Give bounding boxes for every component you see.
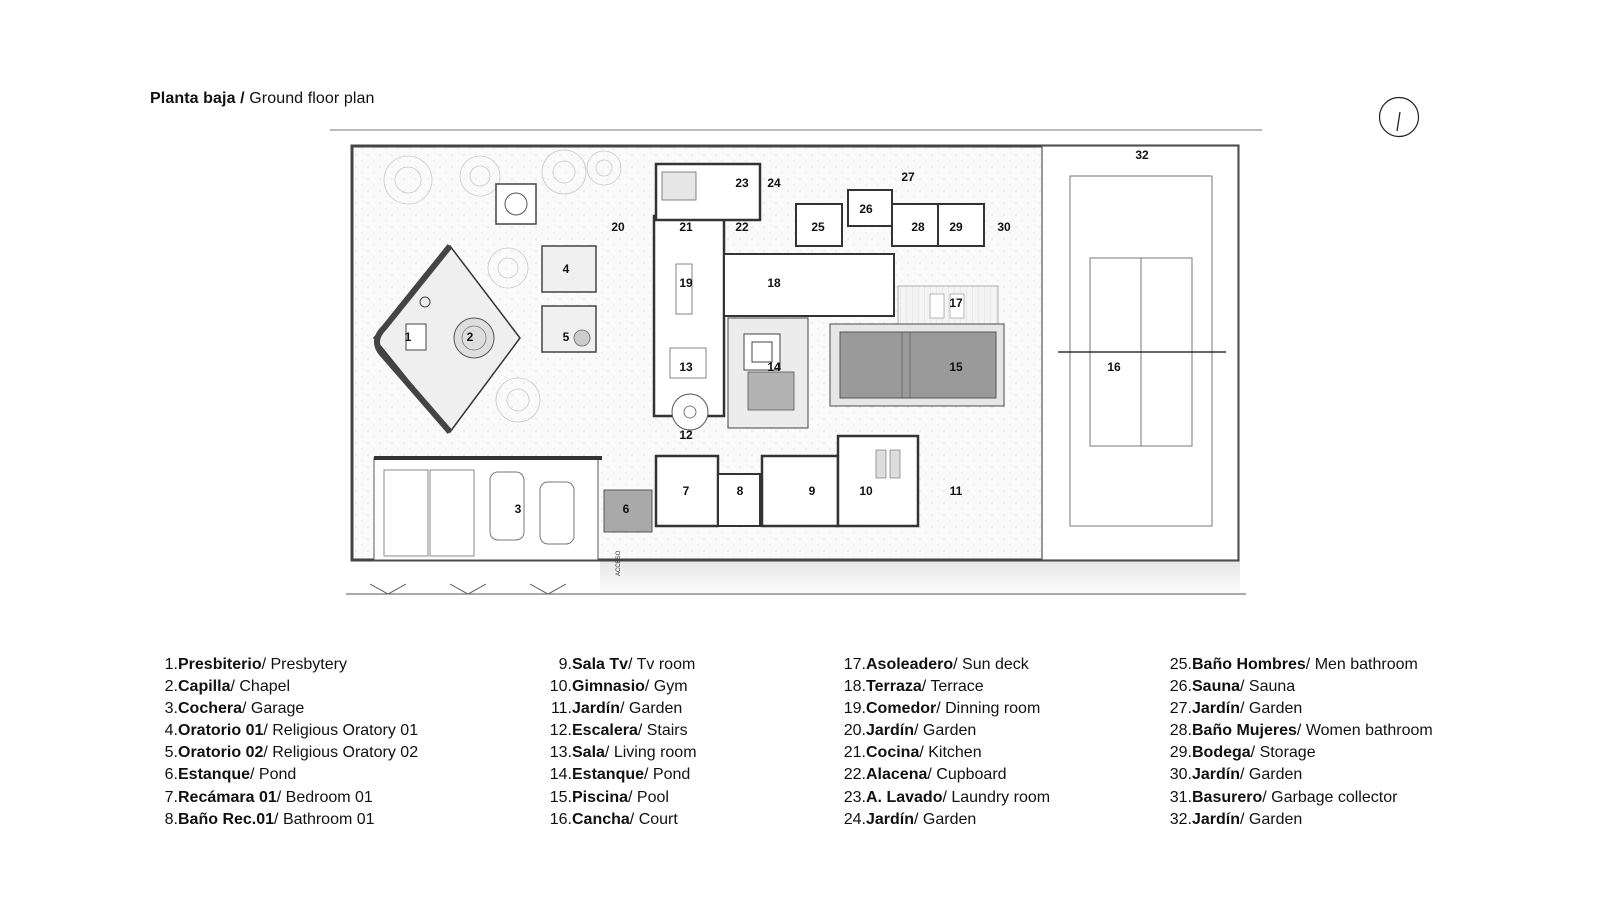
title-english: Ground floor plan	[249, 90, 375, 107]
room-number: 17	[949, 296, 963, 310]
room-number: 24	[767, 176, 781, 190]
legend-item: 32.Jardín / Garden	[1169, 810, 1303, 828]
legend-item: 24.Jardín / Garden	[843, 810, 977, 828]
legend-item: 2.Capilla/ Chapel	[164, 678, 291, 696]
room-number: 10	[859, 484, 873, 498]
legend-column-4: 25.Baño Hombres / Men bathroom 26.Sauna …	[1162, 654, 1433, 831]
room-number: 1	[405, 330, 412, 344]
legend-item: 13.Sala / Living room	[549, 744, 697, 762]
room-number: 25	[811, 220, 825, 234]
room-number: 23	[735, 176, 749, 190]
room-number: 15	[949, 360, 963, 374]
title-spanish: Planta baja /	[150, 90, 245, 107]
legend-item: 1.Presbiterio / Presbytery	[164, 656, 347, 673]
room-number: 26	[859, 202, 873, 216]
legend-item: 6.Estanque / Pond	[164, 766, 297, 784]
legend-item: 3.Cochera / Garage	[164, 700, 305, 718]
room-number: 12	[679, 428, 693, 442]
legend-column-3: 17.Asoleadero / Sun deck 18.Terraza / Te…	[836, 654, 1050, 831]
ground-floor-plan: ACCESO 1 2 3 4 5 6 7 8 9 10 11 12 13 14 …	[330, 129, 1262, 600]
room-number: 22	[735, 220, 749, 234]
legend-item: 26.Sauna / Sauna	[1169, 678, 1296, 696]
legend-item: 7.Recámara 01 / Bedroom 01	[164, 788, 373, 806]
room-number: 3	[515, 502, 522, 516]
room-number: 18	[767, 276, 781, 290]
room-number: 19	[679, 276, 693, 290]
room-number: 5	[563, 330, 570, 344]
legend-item: 9.Sala Tv / Tv room	[558, 656, 696, 673]
legend-item: 20.Jardín / Garden	[843, 722, 977, 740]
room-number: 16	[1107, 360, 1121, 374]
legend-item: 17.Asoleadero / Sun deck	[843, 656, 1029, 673]
legend-item: 31.Basurero / Garbage collector	[1169, 788, 1398, 806]
legend-item: 14.Estanque / Pond	[549, 766, 691, 784]
legend-item: 16.Cancha / Court	[549, 810, 678, 828]
access-label: ACCESO	[616, 550, 622, 576]
room-number: 28	[911, 220, 925, 234]
legend-item: 18.Terraza / Terrace	[843, 678, 984, 696]
legend-item: 29.Bodega / Storage	[1169, 744, 1316, 762]
legend-column-1: 1.Presbiterio / Presbytery 2.Capilla/ Ch…	[148, 654, 418, 831]
room-number: 8	[737, 484, 744, 498]
room-number: 6	[623, 502, 630, 516]
room-number: 20	[611, 220, 625, 234]
legend-item: 4.Oratorio 01 / Religious Oratory 01	[164, 722, 419, 740]
legend-item: 30.Jardín / Garden	[1169, 766, 1303, 784]
legend-item: 28.Baño Mujeres / Women bathroom	[1169, 722, 1433, 740]
legend-item: 15.Piscina / Pool	[549, 788, 669, 806]
room-labels: 1 2 3 4 5 6 7 8 9 10 11 12 13 14 15 16 1…	[405, 148, 1149, 516]
room-legend: 1.Presbiterio / Presbytery 2.Capilla/ Ch…	[0, 654, 1600, 884]
legend-item: 23.A. Lavado / Laundry room	[843, 788, 1051, 806]
legend-item: 10.Gimnasio / Gym	[549, 678, 688, 696]
legend-item: 8.Baño Rec.01 / Bathroom 01	[164, 810, 375, 828]
north-arrow-icon	[1378, 96, 1420, 138]
legend-item: 25.Baño Hombres / Men bathroom	[1169, 656, 1418, 673]
room-number: 21	[679, 220, 693, 234]
room-number: 7	[683, 484, 690, 498]
page-title: Planta baja / Ground floor plan	[150, 90, 375, 108]
room-number: 4	[563, 262, 570, 276]
room-number: 30	[997, 220, 1011, 234]
room-number: 2	[467, 330, 474, 344]
legend-item: 12.Escalera / Stairs	[549, 722, 688, 740]
legend-item: 5.Oratorio 02 / Religious Oratory 02	[164, 744, 419, 762]
room-number: 13	[679, 360, 693, 374]
legend-item: 22.Alacena / Cupboard	[843, 766, 1007, 784]
legend-item: 27.Jardín / Garden	[1169, 700, 1303, 718]
room-number: 32	[1135, 148, 1149, 162]
legend-item: 19.Comedor / Dinning room	[843, 700, 1041, 718]
room-number: 29	[949, 220, 963, 234]
room-number: 11	[950, 484, 963, 498]
room-number: 14	[767, 360, 781, 374]
legend-column-2: 9.Sala Tv / Tv room 10.Gimnasio / Gym 11…	[542, 654, 697, 831]
legend-item: 11.Jardín / Garden	[550, 700, 683, 718]
room-number: 9	[809, 484, 816, 498]
room-number: 27	[901, 170, 915, 184]
legend-item: 21.Cocina / Kitchen	[843, 744, 982, 762]
